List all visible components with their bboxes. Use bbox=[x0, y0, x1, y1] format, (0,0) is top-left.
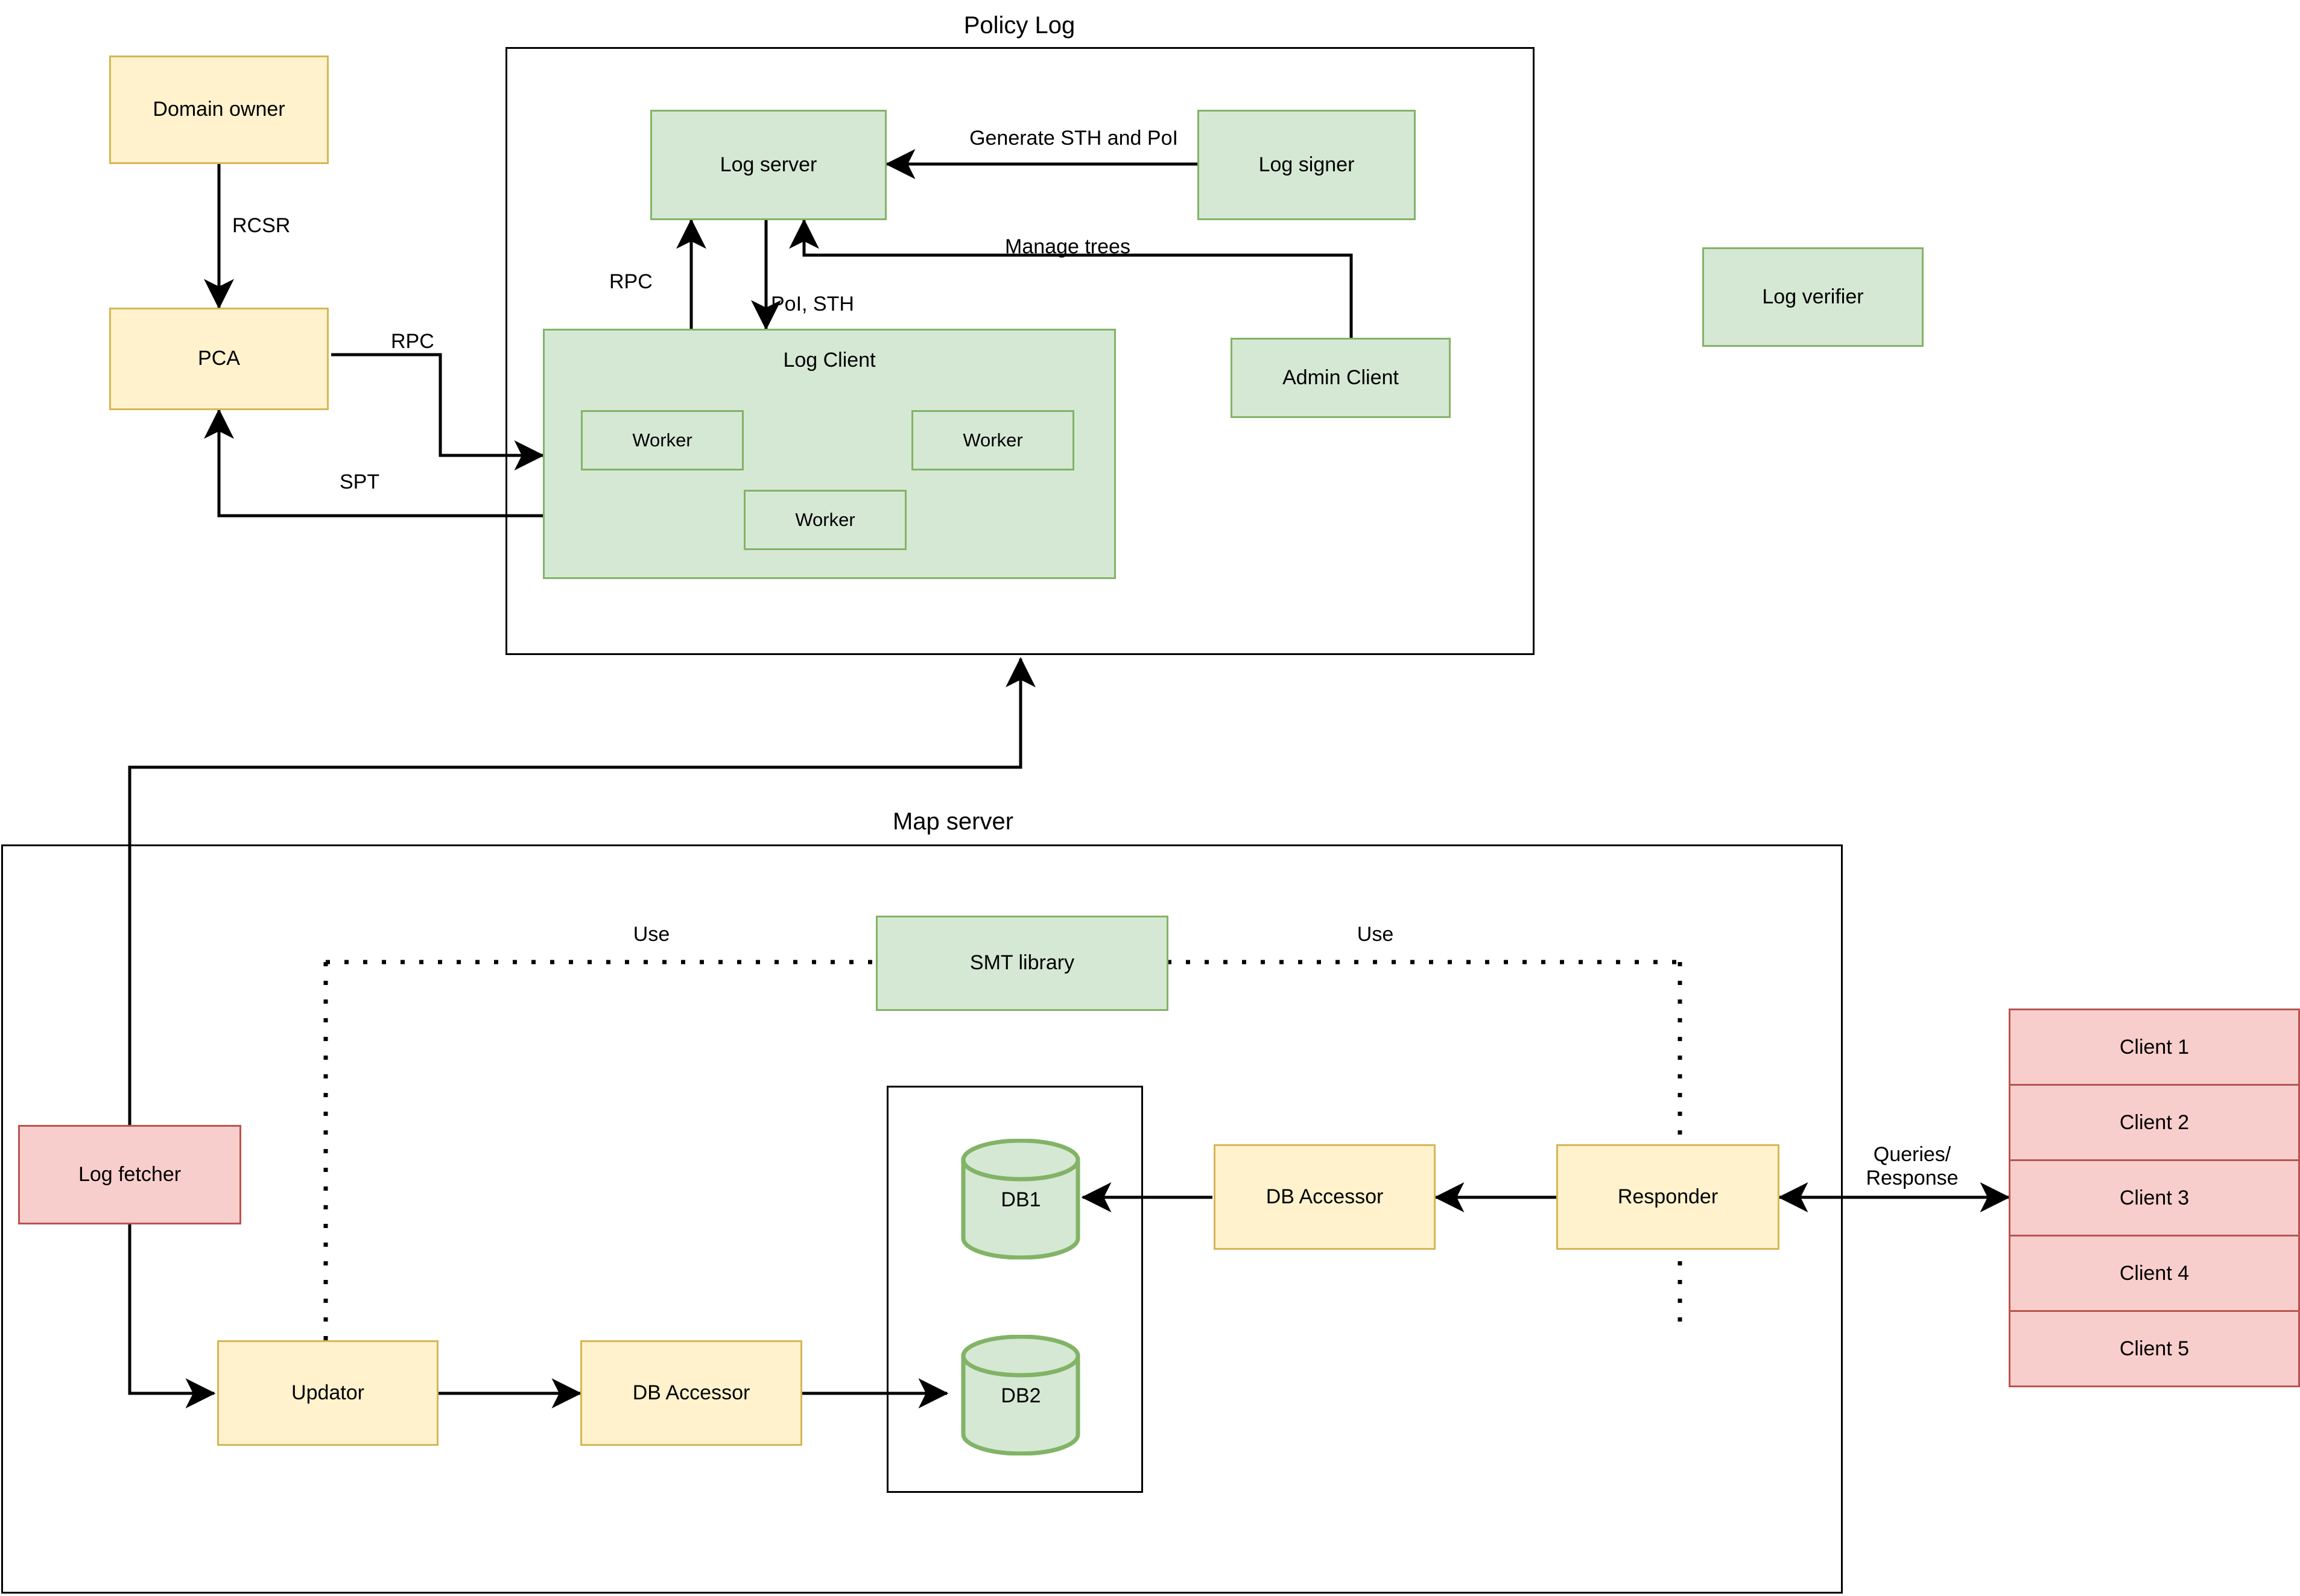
edge-label-rpc-logclient: RPC bbox=[609, 270, 653, 293]
node-updator[interactable]: Updator bbox=[217, 1340, 439, 1446]
node-log-signer[interactable]: Log signer bbox=[1197, 110, 1416, 220]
node-log-signer-label: Log signer bbox=[1258, 153, 1355, 176]
node-log-server-label: Log server bbox=[720, 153, 817, 176]
edge-label-use-left: Use bbox=[633, 923, 670, 946]
policy-log-container bbox=[505, 47, 1535, 655]
node-db2[interactable]: DB2 bbox=[959, 1334, 1083, 1456]
node-db-accessor-upper[interactable]: DB Accessor bbox=[1214, 1144, 1436, 1250]
client-label: Client 5 bbox=[2119, 1337, 2190, 1360]
client-label: Client 4 bbox=[2119, 1261, 2190, 1285]
node-responder-label: Responder bbox=[1617, 1185, 1719, 1208]
node-worker-right-label: Worker bbox=[963, 429, 1023, 451]
node-domain-owner-label: Domain owner bbox=[153, 98, 285, 121]
node-worker-bottom-label: Worker bbox=[795, 509, 855, 531]
node-log-verifier-label: Log verifier bbox=[1762, 285, 1864, 308]
node-log-server[interactable]: Log server bbox=[650, 110, 887, 220]
node-worker-left[interactable]: Worker bbox=[581, 410, 744, 470]
list-item[interactable]: Client 4 bbox=[2010, 1237, 2298, 1312]
node-db-accessor-lower-label: DB Accessor bbox=[632, 1381, 750, 1404]
edge-label-generate-sth-poi: Generate STH and PoI bbox=[969, 127, 1178, 150]
node-db-accessor-lower[interactable]: DB Accessor bbox=[580, 1340, 802, 1446]
node-smt-library[interactable]: SMT library bbox=[876, 916, 1168, 1011]
db1-cylinder-shape bbox=[961, 1138, 1080, 1260]
edge-label-queries-response: Queries/ Response bbox=[1866, 1143, 1959, 1190]
node-domain-owner[interactable]: Domain owner bbox=[109, 55, 329, 164]
client-stack[interactable]: Client 1 Client 2 Client 3 Client 4 Clie… bbox=[2009, 1009, 2300, 1387]
client-label: Client 1 bbox=[2119, 1035, 2190, 1059]
node-db-accessor-upper-label: DB Accessor bbox=[1266, 1185, 1384, 1208]
node-db1-label: DB1 bbox=[1001, 1188, 1041, 1211]
node-smt-library-label: SMT library bbox=[969, 951, 1075, 975]
node-db1[interactable]: DB1 bbox=[959, 1138, 1083, 1260]
node-worker-bottom[interactable]: Worker bbox=[744, 490, 907, 550]
node-responder[interactable]: Responder bbox=[1556, 1144, 1779, 1250]
client-label: Client 3 bbox=[2119, 1186, 2190, 1209]
node-pca-label: PCA bbox=[198, 347, 240, 370]
list-item[interactable]: Client 2 bbox=[2010, 1086, 2298, 1161]
edge-label-rcsr: RCSR bbox=[232, 214, 291, 237]
node-pca[interactable]: PCA bbox=[109, 308, 329, 410]
client-label: Client 2 bbox=[2119, 1110, 2190, 1134]
db2-cylinder-shape bbox=[961, 1334, 1080, 1456]
node-db2-label: DB2 bbox=[1001, 1384, 1041, 1407]
edge-label-spt: SPT bbox=[340, 470, 380, 493]
node-admin-client[interactable]: Admin Client bbox=[1231, 338, 1451, 418]
node-worker-left-label: Worker bbox=[632, 429, 692, 451]
map-server-title: Map server bbox=[892, 808, 1014, 835]
node-updator-label: Updator bbox=[291, 1381, 364, 1404]
edge-label-manage-trees: Manage trees bbox=[1005, 235, 1130, 258]
wire-spt bbox=[204, 408, 543, 518]
edge-label-use-right: Use bbox=[1357, 923, 1394, 946]
list-item[interactable]: Client 3 bbox=[2010, 1161, 2298, 1237]
edge-label-poi-sth: PoI, STH bbox=[771, 293, 854, 315]
node-log-client-label: Log Client bbox=[783, 349, 876, 372]
node-log-fetcher[interactable]: Log fetcher bbox=[18, 1125, 241, 1224]
edge-label-rpc-pca: RPC bbox=[391, 330, 434, 353]
list-item[interactable]: Client 5 bbox=[2010, 1312, 2298, 1385]
node-log-fetcher-label: Log fetcher bbox=[78, 1162, 182, 1186]
policy-log-title: Policy Log bbox=[963, 12, 1076, 39]
node-worker-right[interactable]: Worker bbox=[911, 410, 1074, 470]
node-log-verifier[interactable]: Log verifier bbox=[1702, 247, 1924, 347]
list-item[interactable]: Client 1 bbox=[2010, 1010, 2298, 1086]
node-admin-client-label: Admin Client bbox=[1282, 366, 1399, 389]
